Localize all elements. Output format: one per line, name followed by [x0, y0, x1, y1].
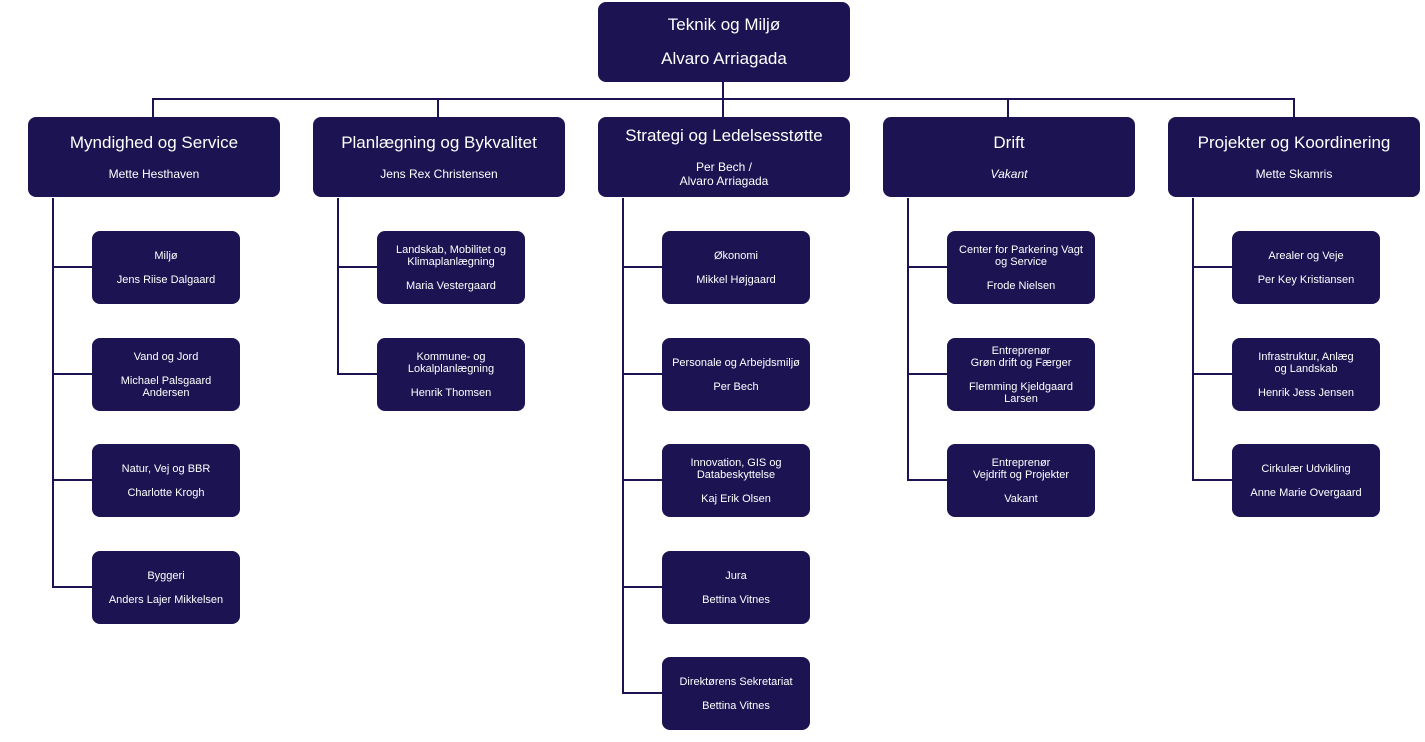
dept-title: Planlægning og Bykvalitet — [341, 133, 537, 152]
unit-box: Direktørens Sekretariat Bettina Vitnes — [662, 657, 810, 730]
dept-box-strategi: Strategi og Ledelsesstøtte Per Bech / Al… — [598, 117, 850, 197]
unit-box: Økonomi Mikkel Højgaard — [662, 231, 810, 304]
unit-person: Bettina Vitnes — [702, 593, 770, 606]
unit-person: Henrik Thomsen — [410, 386, 492, 399]
org-top-title: Teknik og Miljø — [667, 15, 781, 34]
unit-branch — [1192, 479, 1232, 481]
dept-person: Vakant — [990, 167, 1028, 181]
unit-person: Henrik Jess Jensen — [1258, 386, 1354, 399]
org-top-box: Teknik og Miljø Alvaro Arriagada — [598, 2, 850, 82]
unit-person: Kaj Erik Olsen — [701, 492, 771, 505]
dept-connector — [1007, 98, 1009, 118]
dept-box-projekter: Projekter og Koordinering Mette Skamris — [1168, 117, 1420, 197]
unit-person: Vakant — [1004, 492, 1038, 505]
unit-spine — [1192, 198, 1194, 481]
unit-person: Anne Marie Overgaard — [1250, 486, 1362, 499]
unit-person: Bettina Vitnes — [702, 699, 770, 712]
unit-title: Vand og Jord — [133, 350, 199, 363]
unit-branch — [337, 373, 377, 375]
unit-branch — [622, 479, 662, 481]
unit-branch — [907, 266, 947, 268]
unit-title: Center for Parkering Vagt og Service — [959, 243, 1083, 268]
unit-person: Anders Lajer Mikkelsen — [108, 593, 224, 606]
unit-title: Cirkulær Udvikling — [1261, 462, 1351, 475]
dept-box-drift: Drift Vakant — [883, 117, 1135, 197]
unit-branch — [622, 692, 662, 694]
unit-title: Kommune- og Lokalplanlægning — [407, 350, 495, 375]
dept-title: Myndighed og Service — [69, 133, 239, 152]
unit-box: Natur, Vej og BBR Charlotte Krogh — [92, 444, 240, 517]
unit-title: Entreprenør Vejdrift og Projekter — [973, 456, 1069, 481]
unit-branch — [622, 266, 662, 268]
unit-person: Mikkel Højgaard — [696, 273, 776, 286]
unit-person: Jens Riise Dalgaard — [116, 273, 216, 286]
org-top-person: Alvaro Arriagada — [661, 49, 787, 68]
unit-title: Jura — [725, 569, 747, 582]
unit-title: Infrastruktur, Anlæg og Landskab — [1258, 350, 1354, 375]
unit-spine — [622, 198, 624, 694]
dept-person: Jens Rex Christensen — [380, 167, 498, 181]
unit-title: Landskab, Mobilitet og Klimaplanlægning — [395, 243, 507, 268]
dept-title: Strategi og Ledelsesstøtte — [625, 126, 823, 145]
dept-title: Drift — [993, 133, 1025, 152]
unit-person: Per Bech — [713, 380, 759, 393]
unit-box: Innovation, GIS og Databeskyttelse Kaj E… — [662, 444, 810, 517]
unit-person: Charlotte Krogh — [127, 486, 205, 499]
unit-branch — [622, 586, 662, 588]
unit-box: Byggeri Anders Lajer Mikkelsen — [92, 551, 240, 624]
unit-title: Miljø — [154, 249, 178, 262]
dept-connector — [722, 98, 724, 118]
dept-connector — [152, 98, 154, 118]
dept-person: Mette Skamris — [1255, 167, 1333, 181]
unit-branch — [52, 266, 92, 268]
unit-branch — [1192, 373, 1232, 375]
dept-box-myndighed: Myndighed og Service Mette Hesthaven — [28, 117, 280, 197]
unit-box: Landskab, Mobilitet og Klimaplanlægning … — [377, 231, 525, 304]
unit-branch — [1192, 266, 1232, 268]
unit-title: Entreprenør Grøn drift og Færger — [970, 344, 1072, 369]
dept-box-planlaegning: Planlægning og Bykvalitet Jens Rex Chris… — [313, 117, 565, 197]
unit-box: Cirkulær Udvikling Anne Marie Overgaard — [1232, 444, 1380, 517]
dept-title: Projekter og Koordinering — [1197, 133, 1391, 152]
unit-title: Arealer og Veje — [1268, 249, 1344, 262]
unit-branch — [907, 373, 947, 375]
unit-box: Center for Parkering Vagt og Service Fro… — [947, 231, 1095, 304]
unit-box: Entreprenør Vejdrift og Projekter Vakant — [947, 444, 1095, 517]
unit-title: Byggeri — [147, 569, 185, 582]
unit-box: Kommune- og Lokalplanlægning Henrik Thom… — [377, 338, 525, 411]
unit-box: Jura Bettina Vitnes — [662, 551, 810, 624]
unit-person: Maria Vestergaard — [406, 279, 496, 292]
unit-box: Miljø Jens Riise Dalgaard — [92, 231, 240, 304]
unit-branch — [52, 373, 92, 375]
dept-connector — [1293, 98, 1295, 118]
unit-person: Flemming Kjeldgaard Larsen — [969, 380, 1073, 405]
unit-spine — [52, 198, 54, 588]
unit-title: Økonomi — [713, 249, 759, 262]
unit-title: Innovation, GIS og Databeskyttelse — [690, 456, 782, 481]
unit-branch — [52, 586, 92, 588]
unit-branch — [337, 266, 377, 268]
unit-title: Natur, Vej og BBR — [121, 462, 211, 475]
unit-person: Michael Palsgaard Andersen — [120, 374, 212, 399]
dept-person: Per Bech / Alvaro Arriagada — [679, 160, 769, 188]
unit-branch — [622, 373, 662, 375]
unit-title: Personale og Arbejdsmiljø — [672, 356, 800, 369]
unit-person: Per Key Kristiansen — [1257, 273, 1355, 286]
unit-box: Entreprenør Grøn drift og Færger Flemmin… — [947, 338, 1095, 411]
top-connector — [722, 82, 724, 100]
unit-box: Vand og Jord Michael Palsgaard Andersen — [92, 338, 240, 411]
unit-branch — [52, 479, 92, 481]
dept-person: Mette Hesthaven — [108, 167, 200, 181]
unit-box: Arealer og Veje Per Key Kristiansen — [1232, 231, 1380, 304]
unit-title: Direktørens Sekretariat — [679, 675, 793, 688]
unit-person: Frode Nielsen — [986, 279, 1056, 292]
dept-connector — [437, 98, 439, 118]
unit-box: Infrastruktur, Anlæg og Landskab Henrik … — [1232, 338, 1380, 411]
unit-spine — [337, 198, 339, 375]
unit-box: Personale og Arbejdsmiljø Per Bech — [662, 338, 810, 411]
unit-branch — [907, 479, 947, 481]
unit-spine — [907, 198, 909, 481]
